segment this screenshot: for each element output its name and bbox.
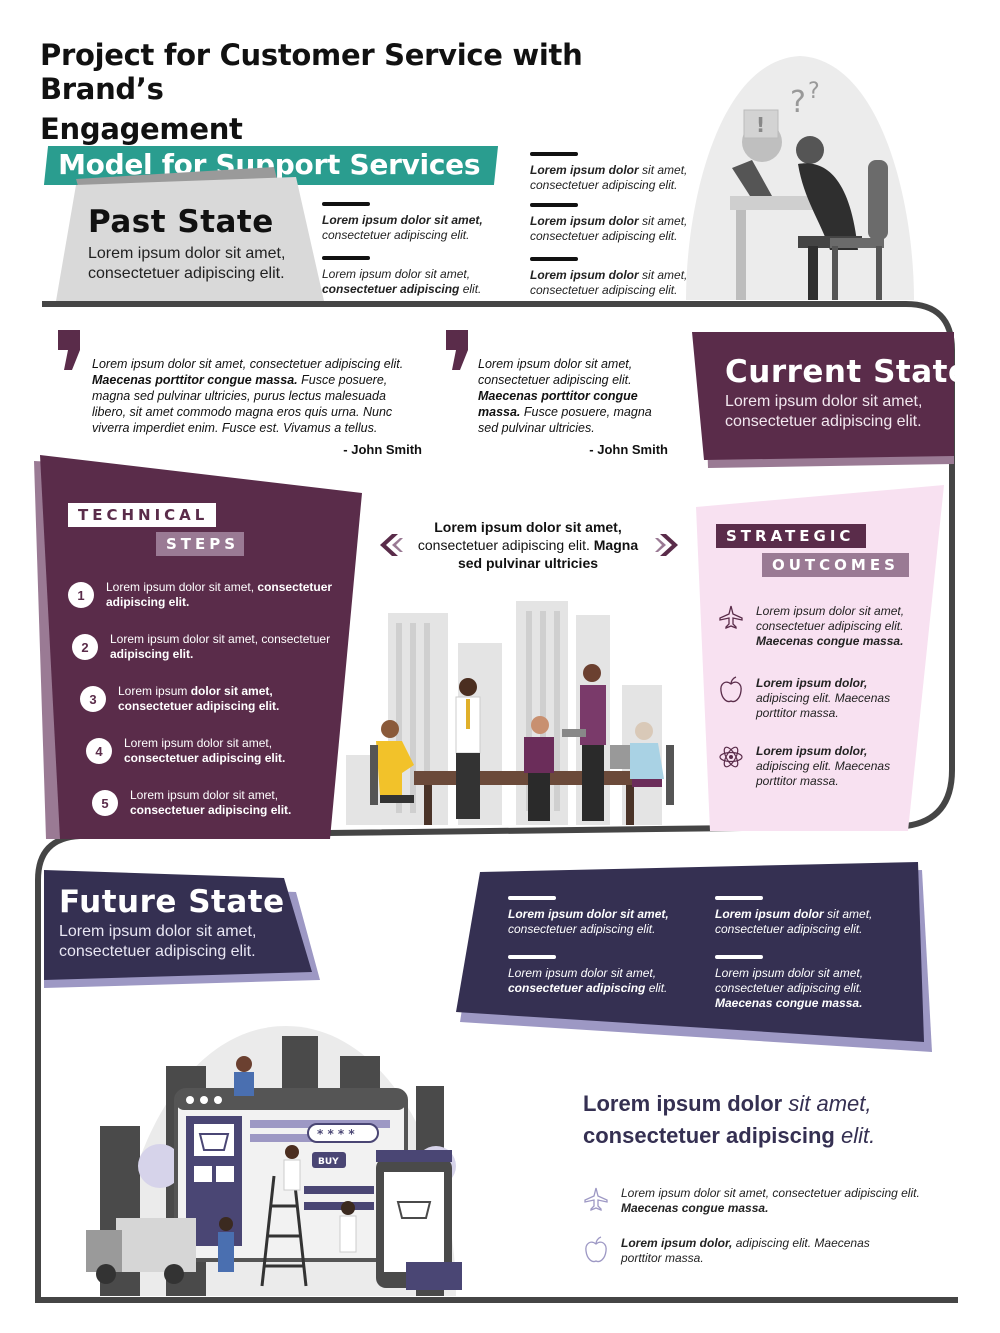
quote-mark-icon [58, 330, 80, 370]
technical-steps-panel [34, 455, 362, 839]
quote-mark-icon [446, 330, 468, 370]
future-state-banner [44, 870, 320, 988]
outcome-3: Lorem ipsum dolor,adipiscing elit. Maece… [718, 744, 908, 789]
future-item-4: Lorem ipsum dolor sit amet, consectetuer… [715, 955, 895, 1011]
future-bottom-item-2: Lorem ipsum dolor, adipiscing elit. Maec… [583, 1236, 883, 1266]
past-item-3: Lorem ipsum dolor sit amet,consectetuer … [530, 152, 700, 193]
current-state-desc: Lorem ipsum dolor sit amet, consectetuer… [725, 393, 923, 430]
password-mask: * * * * [317, 1127, 355, 1141]
svg-text:!: ! [756, 113, 765, 137]
past-state-banner [56, 167, 324, 301]
quote-1: Lorem ipsum dolor sit amet, consectetuer… [92, 357, 422, 457]
past-state-desc: Lorem ipsum dolor sit amet, consectetuer… [88, 245, 286, 282]
future-item-1: Lorem ipsum dolor sit amet,consectetuer … [508, 896, 698, 937]
past-item-4: Lorem ipsum dolor sit amet,consectetuer … [530, 203, 700, 244]
strategic-tag: STRATEGIC [716, 524, 866, 548]
future-items-panel [456, 862, 932, 1052]
current-state-banner [692, 332, 954, 468]
technical-tag: TECHNICAL [68, 503, 216, 527]
past-item-1: Lorem ipsum dolor sit amet,consectetuer … [322, 202, 512, 243]
future-bottom-item-1: Lorem ipsum dolor sit amet, consectetuer… [583, 1186, 923, 1216]
outcomes-tag: OUTCOMES [762, 553, 909, 577]
center-text: Lorem ipsum dolor sit amet, consectetuer… [417, 519, 639, 571]
steps-tag: STEPS [156, 532, 244, 556]
svg-text:?: ? [808, 79, 820, 104]
page-title: Project for Customer Service with Brand’… [40, 38, 680, 185]
outcome-2: Lorem ipsum dolor,adipiscing elit. Maece… [718, 676, 908, 721]
future-state-title: Future State [59, 884, 285, 920]
outcome-1: Lorem ipsum dolor sit amet, consectetuer… [718, 604, 923, 649]
past-state-title: Past State [88, 204, 274, 240]
future-item-2: Lorem ipsum dolor sit amet,consectetuer … [715, 896, 905, 937]
future-state-desc: Lorem ipsum dolor sit amet, consectetuer… [59, 923, 257, 960]
quote-2: Lorem ipsum dolor sit amet, consectetuer… [478, 357, 668, 457]
past-item-2: Lorem ipsum dolor sit amet,consectetuer … [322, 256, 512, 297]
business-meeting-illustration [346, 601, 674, 825]
future-headline: Lorem ipsum dolor sit amet, consectetuer… [583, 1091, 876, 1148]
past-item-5: Lorem ipsum dolor sit amet,consectetuer … [530, 257, 700, 298]
chevron-left-icon[interactable] [378, 532, 404, 558]
future-item-3: Lorem ipsum dolor sit amet,consectetuer … [508, 955, 698, 996]
ecommerce-illustration: * * * * BUY [86, 1026, 462, 1296]
title-line-1: Project for Customer Service with Brand’… [40, 38, 583, 106]
title-line-2: Engagement [40, 112, 243, 146]
airplane-icon [719, 605, 743, 629]
airplane-icon [584, 1187, 608, 1211]
chevron-right-icon[interactable] [654, 532, 680, 558]
current-state-title: Current State [725, 354, 970, 390]
buy-button-label: BUY [318, 1157, 339, 1167]
atom-icon [719, 746, 743, 768]
quote-2-author: - John Smith [589, 442, 668, 457]
stressed-worker-illustration: ? ? ! [686, 56, 914, 300]
svg-text:?: ? [790, 85, 806, 120]
apple-icon [585, 1236, 607, 1263]
quote-1-author: - John Smith [343, 442, 422, 457]
apple-icon [720, 676, 742, 703]
